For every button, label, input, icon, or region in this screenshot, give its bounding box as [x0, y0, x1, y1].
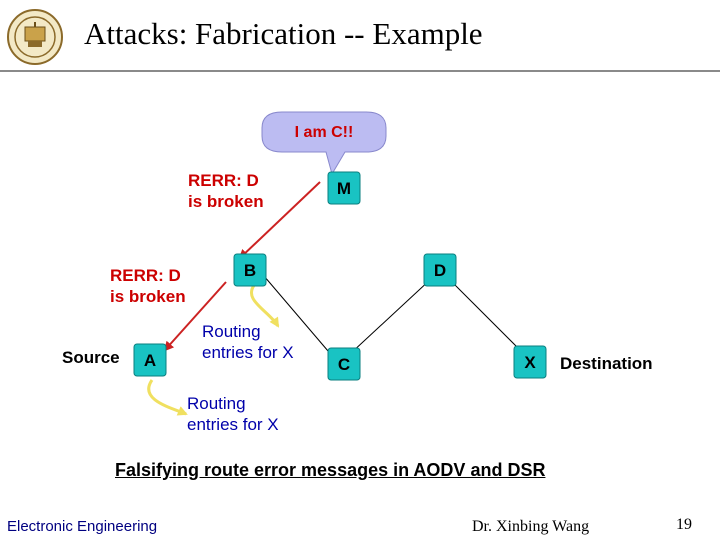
page-number: 19: [676, 516, 692, 533]
routing-label-a: Routing entries for X: [187, 393, 279, 435]
routing-label-a-line1: Routing: [187, 394, 246, 413]
node-a: A: [133, 343, 167, 377]
rerr-label-upper-line1: RERR: D: [188, 171, 259, 190]
footer-department: Electronic Engineering: [7, 518, 158, 535]
node-m: M: [327, 171, 361, 205]
edge-c-d: [349, 277, 433, 355]
routing-arrow-b: [250, 283, 280, 328]
node-a-label: A: [144, 351, 156, 370]
routing-label-b-line1: Routing: [202, 322, 261, 341]
title-divider: [0, 70, 720, 72]
routing-arrow-a: [147, 379, 188, 416]
rerr-label-lower-line2: is broken: [110, 287, 186, 306]
node-d-label: D: [434, 261, 446, 280]
node-b-label: B: [244, 261, 256, 280]
edge-d-x: [447, 277, 523, 353]
node-c: C: [327, 347, 361, 381]
node-m-label: M: [337, 179, 351, 198]
speech-bubble: I am C!!: [261, 111, 387, 176]
node-x: X: [513, 345, 547, 379]
node-d: D: [423, 253, 457, 287]
rerr-label-upper: RERR: D is broken: [188, 170, 264, 212]
bubble-text: I am C!!: [295, 124, 354, 141]
rerr-label-lower: RERR: D is broken: [110, 265, 186, 307]
rerr-arrow-m-to-b: [238, 181, 321, 260]
routing-label-a-line2: entries for X: [187, 415, 279, 434]
footer-author: Dr. Xinbing Wang: [472, 518, 590, 535]
slide-caption: Falsifying route error messages in AODV …: [115, 460, 546, 480]
edge-b-c: [263, 275, 335, 359]
rerr-arrow-b-to-a: [163, 281, 227, 352]
node-x-label: X: [524, 353, 536, 372]
slide-title: Attacks: Fabrication -- Example: [84, 16, 483, 51]
university-seal-icon: [7, 9, 63, 65]
destination-label: Destination: [560, 354, 653, 373]
university-logo: [6, 8, 64, 66]
routing-label-b-line2: entries for X: [202, 343, 294, 362]
source-label: Source: [62, 348, 120, 367]
routing-label-b: Routing entries for X: [202, 321, 294, 363]
node-b: B: [233, 253, 267, 287]
rerr-label-upper-line2: is broken: [188, 192, 264, 211]
node-c-label: C: [338, 355, 350, 374]
rerr-label-lower-line1: RERR: D: [110, 266, 181, 285]
